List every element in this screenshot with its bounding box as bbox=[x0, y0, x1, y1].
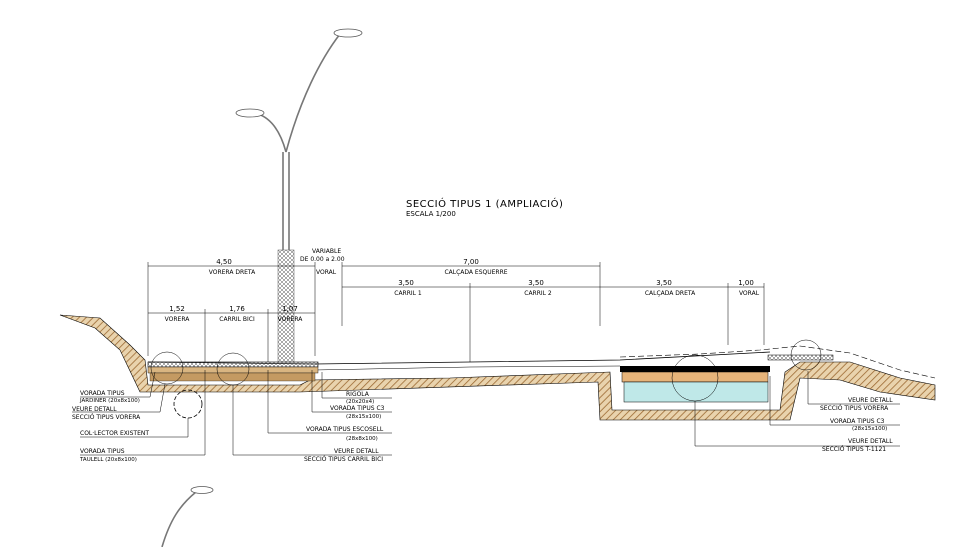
callout-right-veure-vorera-2: SECCIÓ TIPUS VORERA bbox=[820, 405, 889, 412]
callout-right-veure-vorera-1: VEURE DETALL bbox=[848, 397, 893, 404]
callout-vorada-c3-2: (28x15x100) bbox=[346, 414, 381, 420]
right-roadbed-t1121 bbox=[620, 354, 834, 403]
dim-vorera2-label: VORERA bbox=[278, 316, 304, 323]
road-base-layer bbox=[621, 371, 769, 383]
street-lamp bbox=[235, 28, 363, 363]
dim-calcada-esquerre-value: 7,00 bbox=[463, 258, 479, 266]
callout-vorada-c3-1: VORADA TIPUS C3 bbox=[330, 405, 385, 412]
callout-rigola-1: RIGOLA bbox=[346, 391, 370, 398]
callout-vorada-escosell-2: (28x8x100) bbox=[346, 436, 378, 442]
section-title: SECCIÓ TIPUS 1 (AMPLIACIÓ) bbox=[406, 197, 563, 210]
detail-circle-right-sidewalk bbox=[790, 339, 822, 371]
callout-vorada-taulell-2: TAULELL (20x8x100) bbox=[79, 457, 137, 463]
dim-carril2-label: CARRIL 2 bbox=[524, 290, 552, 297]
dim-vorera-dreta-value: 4,50 bbox=[216, 258, 232, 266]
callout-right-veure-t1121-2: SECCIÓ TIPUS T-1121 bbox=[822, 446, 886, 453]
dim-voral-right-label: VORAL bbox=[739, 290, 760, 297]
dim-carril1-label: CARRIL 1 bbox=[394, 290, 422, 297]
dim-vorera-label: VORERA bbox=[165, 316, 191, 323]
callout-veure-detall-vorera-1: VEURE DETALL bbox=[72, 406, 117, 413]
dim-variable-line1: VARIABLE bbox=[312, 248, 341, 255]
terrain bbox=[59, 314, 936, 421]
callout-right-vorada-c3-1: VORADA TIPUS C3 bbox=[830, 418, 885, 425]
callout-veure-detall-bici-2: SECCIÓ TIPUS CARRIL BICI bbox=[304, 456, 383, 463]
dim-variable-line2: DE 0.00 a 2.00 bbox=[300, 256, 345, 263]
street-lamp-lower bbox=[161, 486, 214, 547]
leader-lines-left bbox=[72, 370, 392, 456]
drainage-layer bbox=[623, 381, 769, 403]
dim-vorera-value: 1,52 bbox=[169, 305, 185, 313]
collector-existent-circle bbox=[173, 389, 203, 419]
left-sidewalk-layers bbox=[147, 361, 319, 382]
dim-calcada-dreta-label: CALÇADA DRETA bbox=[645, 290, 696, 297]
dim-calcada-esquerre-label: CALÇADA ESQUERRE bbox=[444, 269, 507, 276]
dim-vorera-dreta-label: VORERA DRETA bbox=[209, 269, 256, 276]
callout-vorada-escosell-1: VORADA TIPUS ESCOSELL bbox=[306, 426, 384, 433]
callout-right-veure-t1121-1: VEURE DETALL bbox=[848, 438, 893, 445]
dim-calcada-dreta-value: 3,50 bbox=[656, 279, 672, 287]
dim-carril-bici-value: 1,76 bbox=[229, 305, 245, 313]
callout-veure-detall-bici-1: VEURE DETALL bbox=[334, 448, 379, 455]
top-dimensions bbox=[147, 262, 765, 362]
dim-carril1-value: 3,50 bbox=[398, 279, 414, 287]
scale-label: ESCALA 1/200 bbox=[406, 210, 456, 218]
dim-carril-bici-label: CARRIL BICI bbox=[219, 316, 255, 323]
callout-rigola-2: (20x20x4) bbox=[346, 399, 374, 405]
detail-circle-sidewalk bbox=[150, 351, 184, 385]
existing-terrain-dashed bbox=[619, 345, 936, 379]
dim-carril2-value: 3,50 bbox=[528, 279, 544, 287]
dim-voral-right-value: 1,00 bbox=[738, 279, 754, 287]
callout-collector: COL·LECTOR EXISTENT bbox=[80, 430, 149, 437]
callout-vorada-jardiner-1: VORADA TIPUS bbox=[80, 390, 125, 397]
dim-vorera2-value: 1,07 bbox=[282, 305, 298, 313]
callout-veure-detall-vorera-2: SECCIÓ TIPUS VORERA bbox=[72, 414, 141, 421]
dim-voral-left-label: VORAL bbox=[316, 269, 337, 276]
callout-vorada-jardiner-2: JARDINER (20x8x100) bbox=[79, 398, 140, 404]
leader-lines-right bbox=[694, 371, 900, 447]
callout-vorada-taulell-1: VORADA TIPUS bbox=[80, 448, 125, 455]
callout-right-vorada-c3-2: (28x15x100) bbox=[852, 426, 887, 432]
